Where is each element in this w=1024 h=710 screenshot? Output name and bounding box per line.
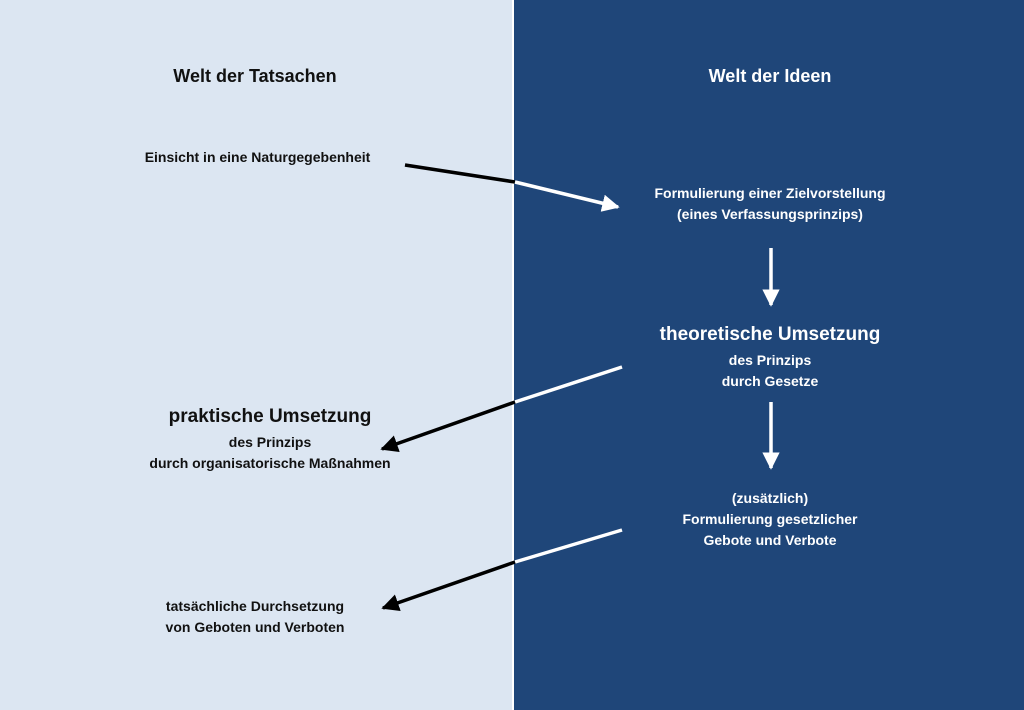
theoretical-implementation-block: theoretische Umsetzung des Prinzips durc… — [625, 320, 915, 392]
column-divider — [512, 0, 514, 710]
theoretical-line-1: des Prinzips — [728, 352, 812, 369]
goal-line-2: (eines Verfassungsprinzips) — [677, 206, 863, 222]
world-of-ideas-heading: Welt der Ideen — [708, 66, 832, 86]
arrow-additional-to-enforcement — [381, 528, 623, 612]
theoretical-line-2: durch Gesetze — [721, 373, 819, 390]
practical-line-1: des Prinzips — [228, 434, 312, 451]
practical-line-2: durch organisatorische Maßnahmen — [149, 455, 391, 472]
additional-line-1: (zusätzlich) — [731, 490, 809, 506]
enforcement-block: tatsächliche Durchsetzung von Geboten un… — [120, 596, 390, 638]
world-of-facts-heading: Welt der Tatsachen — [173, 66, 337, 86]
theoretical-title: theoretische Umsetzung — [659, 324, 881, 345]
goal-formulation-block: Formulierung einer Zielvorstellung (eine… — [615, 183, 925, 225]
practical-implementation-block: praktische Umsetzung des Prinzips durch … — [110, 402, 430, 474]
insight-label: Einsicht in eine Naturgegebenheit — [144, 149, 371, 165]
goal-line-1: Formulierung einer Zielvorstellung — [654, 185, 886, 201]
world-of-ideas-panel — [513, 0, 1024, 710]
enforcement-line-2: von Geboten und Verboten — [165, 619, 345, 635]
additional-line-3: Gebote und Verbote — [703, 532, 837, 548]
additional-line-2: Formulierung gesetzlicher — [682, 511, 858, 527]
arrow-insight-to-goal — [404, 163, 620, 212]
arrow-theoretical-to-practical — [380, 365, 623, 453]
enforcement-line-1: tatsächliche Durchsetzung — [165, 598, 345, 614]
practical-title: praktische Umsetzung — [168, 406, 372, 427]
additional-rules-block: (zusätzlich) Formulierung gesetzlicher G… — [630, 488, 910, 551]
